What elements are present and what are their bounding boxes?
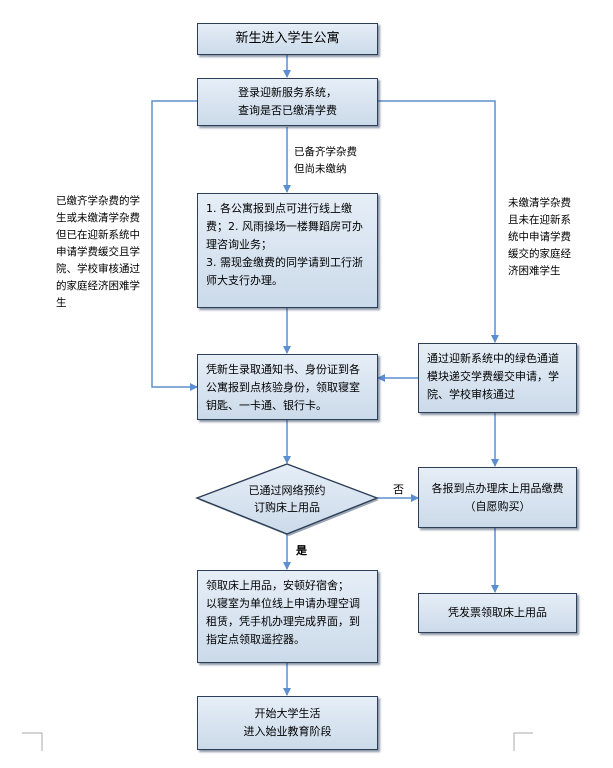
node-login-line-2: 查询是否已缴清学费	[238, 104, 337, 117]
node-collect-line-4: 指定点领取遥控器。	[206, 633, 305, 646]
arrow-login-green-right	[378, 100, 499, 343]
node-ticket-text: 凭发票领取床上用品	[448, 606, 547, 619]
node-decision-text: 已通过网络预约 订购床上用品	[207, 482, 367, 516]
label-left-branch: 已缴齐学杂费的学 生或未缴清学杂费 但已在迎新系统中 申请学费缓交且学 院、学校…	[56, 193, 140, 312]
label-left-line-2: 生或未缴清学杂费	[56, 212, 140, 224]
node-checkin-line-3: 钥匙、一卡通、银行卡。	[206, 399, 327, 412]
node-steps-line-3: 理咨询业务；	[206, 238, 272, 251]
arrow-login-checkin-left	[151, 100, 198, 391]
node-steps-line-2: 费；2. 风雨操场一楼舞蹈房可办	[206, 220, 363, 233]
node-end-line-1: 开始大学生活	[254, 707, 321, 720]
node-collect-line-2: 以寝室为单位线上申请办理空调	[206, 597, 360, 610]
label-middle-line-1: 已备齐学杂费	[294, 146, 357, 158]
node-checkin-line-1: 凭新生录取通知书、身份证到各	[206, 363, 360, 376]
label-middle-branch: 已备齐学杂费 但尚未缴纳	[294, 144, 357, 178]
label-right-branch: 未缴清学杂费 且未在迎新系 统中申请学费 缓交的家庭经 济困难学生	[508, 195, 571, 280]
node-buy-line-2: （自愿购买）	[464, 499, 531, 513]
corner-mark-right	[513, 732, 533, 751]
node-login-line-1: 登录迎新服务系统，	[238, 86, 337, 99]
label-left-line-5: 院、学校审核通过	[56, 263, 140, 275]
node-start: 新生进入学生公寓	[197, 23, 378, 55]
node-green-line-2: 模块递交学费缓交申请，学	[427, 370, 559, 383]
node-green-line-1: 通过迎新系统中的绿色通道	[427, 352, 559, 365]
label-right-line-4: 缓交的家庭经	[508, 248, 571, 260]
node-decision-line-1: 已通过网络预约	[248, 484, 326, 497]
node-steps-line-1: 1. 各公寓报到点可进行线上缴	[206, 202, 352, 215]
node-green-line-3: 院、学校审核通过	[427, 388, 515, 401]
label-left-line-6: 的家庭经济困难学	[56, 280, 140, 292]
label-right-line-1: 未缴清学杂费	[508, 197, 571, 209]
label-left-line-1: 已缴齐学杂费的学	[56, 195, 140, 207]
node-decision-line-2: 订购床上用品	[254, 501, 320, 514]
label-right-line-5: 济困难学生	[508, 265, 561, 277]
node-checkin: 凭新生录取通知书、身份证到各 公寓报到点核验身份，领取寝室 钥匙、一卡通、银行卡…	[197, 354, 378, 420]
node-end-line-2: 进入始业教育阶段	[243, 725, 332, 738]
label-right-line-2: 且未在迎新系	[508, 214, 571, 226]
label-middle-line-2: 但尚未缴纳	[294, 163, 347, 175]
label-left-line-4: 申请学费缓交且学	[56, 246, 140, 258]
node-start-text: 新生进入学生公寓	[235, 31, 340, 46]
node-steps-line-4: 3. 需现金缴费的同学请到工行浙	[206, 256, 363, 269]
node-collect-line-3: 租赁，凭手机办理完成界面，到	[206, 615, 360, 628]
node-buy-line-1: 各报到点办理床上用品缴费	[431, 481, 564, 495]
node-end: 开始大学生活 进入始业教育阶段	[197, 696, 378, 750]
node-login: 登录迎新服务系统， 查询是否已缴清学费	[197, 78, 378, 126]
node-buy-bedding: 各报到点办理床上用品缴费 （自愿购买）	[418, 467, 577, 528]
corner-mark-left	[22, 732, 43, 751]
node-collect-bedding: 领取床上用品，安顿好宿舍； 以寝室为单位线上申请办理空调 租赁，凭手机办理完成界…	[197, 570, 378, 663]
label-no: 否	[393, 483, 404, 496]
label-yes: 是	[296, 544, 307, 557]
node-collect-line-1: 领取床上用品，安顿好宿舍；	[206, 579, 349, 592]
node-steps: 1. 各公寓报到点可进行线上缴 费；2. 风雨操场一楼舞蹈房可办 理咨询业务； …	[197, 193, 378, 308]
node-ticket: 凭发票领取床上用品	[418, 593, 577, 633]
node-green-channel: 通过迎新系统中的绿色通道 模块递交学费缓交申请，学 院、学校审核通过	[418, 343, 577, 413]
decision-diamond	[195, 463, 379, 535]
label-left-line-7: 生	[56, 297, 67, 309]
label-left-line-3: 但已在迎新系统中	[56, 229, 140, 241]
node-steps-line-5: 师大支行办理。	[206, 274, 283, 287]
node-checkin-line-2: 公寓报到点核验身份，领取寝室	[206, 381, 360, 394]
label-right-line-3: 统中申请学费	[508, 231, 571, 243]
